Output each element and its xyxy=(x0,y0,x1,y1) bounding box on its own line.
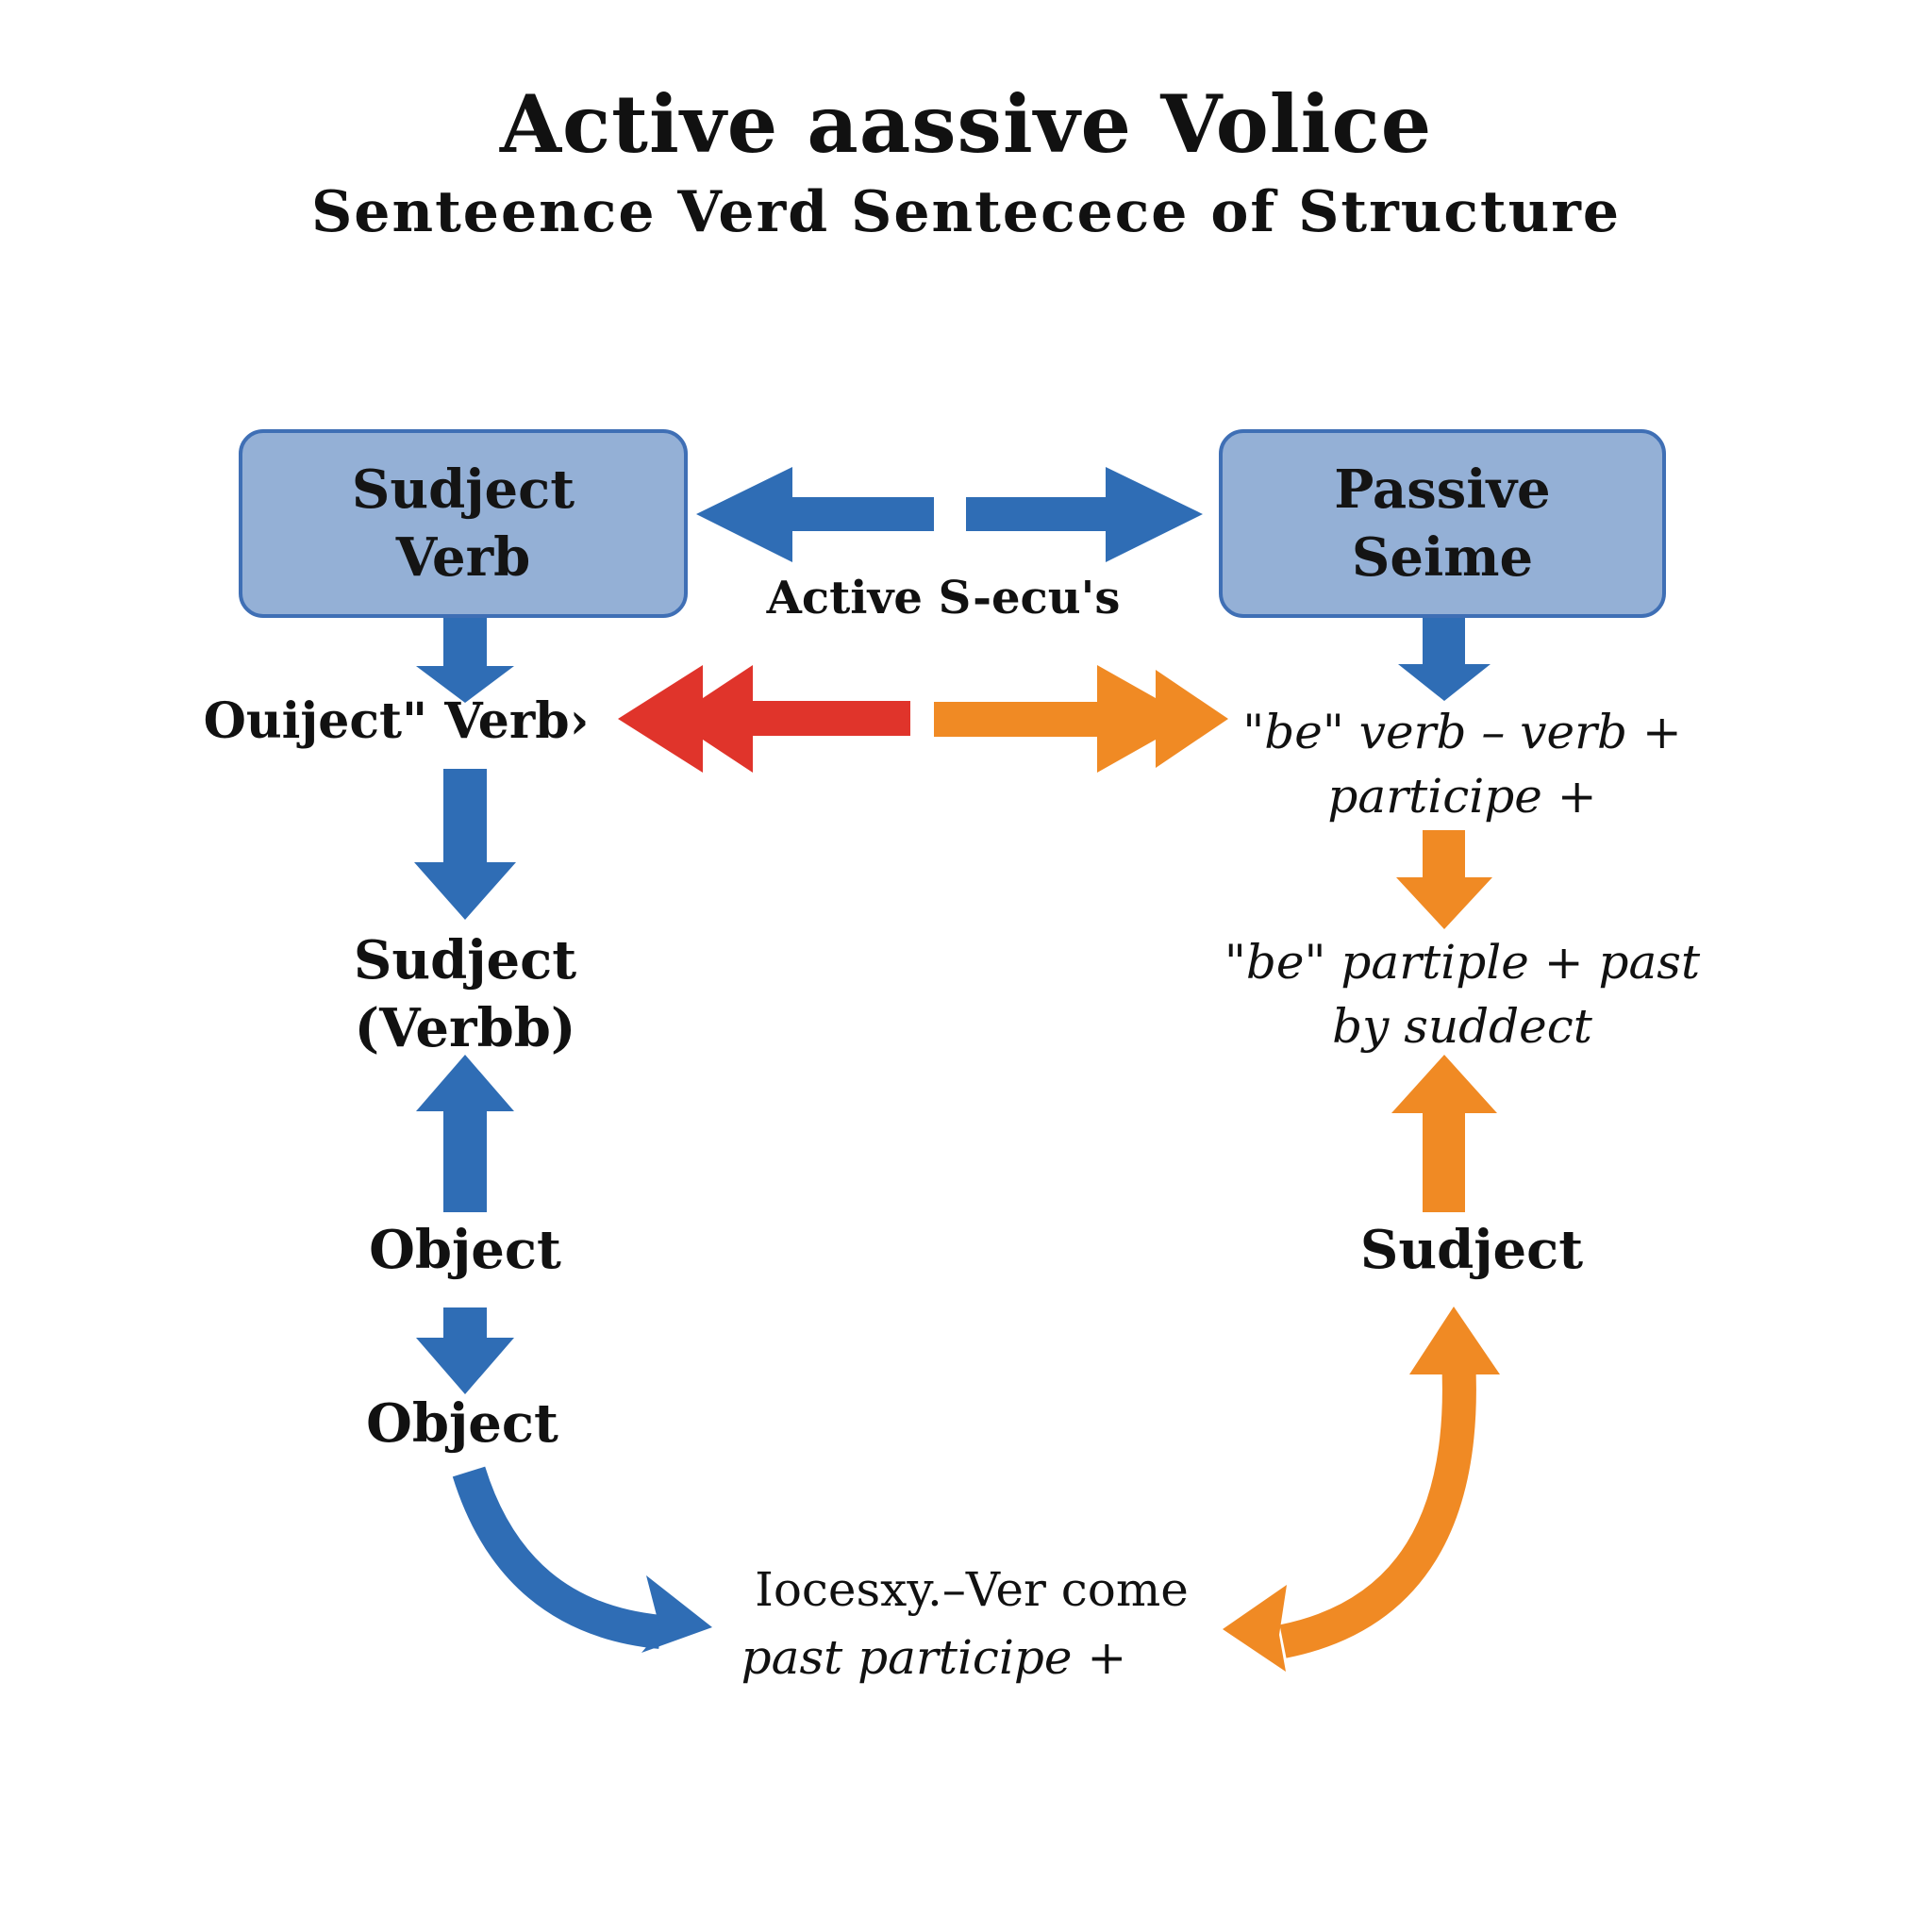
left-curve-arrow-shaft xyxy=(452,1466,662,1649)
active-box-line2: Verb xyxy=(395,526,531,589)
diagram-subtitle: Senteence Verd Sentecece of Structure xyxy=(310,179,1622,245)
right-curve-arrow-bottom-head xyxy=(1223,1585,1287,1672)
center-label: Active S-ecu's xyxy=(766,572,1121,625)
right-down-arrow-orange xyxy=(1396,830,1492,929)
left-down-arrow-2 xyxy=(414,769,516,920)
left-row1-label: Ouiject" Verb› xyxy=(203,692,590,750)
left-row3-label: Object xyxy=(369,1219,561,1281)
active-box-line1: Sudject xyxy=(351,458,575,521)
right-row1-line1: "be" verb – verb + xyxy=(1242,705,1682,759)
orange-double-arrow xyxy=(934,665,1228,773)
left-curve-arrow-head xyxy=(641,1575,712,1653)
left-row2-label: Sudject (Verbb) xyxy=(295,926,635,1062)
right-row2-line2: by suddect xyxy=(1332,999,1592,1054)
top-left-arrow xyxy=(696,467,934,562)
right-curve-arrow-shaft xyxy=(1279,1357,1476,1658)
right-curve-arrow-top-head xyxy=(1409,1307,1500,1374)
right-down-arrow-blue xyxy=(1398,618,1491,701)
left-up-arrow xyxy=(416,1055,514,1212)
left-row2-line1: Sudject xyxy=(353,929,577,991)
right-row3-label: Sudject xyxy=(1359,1219,1584,1281)
diagram-title: Active aassive Volice xyxy=(499,77,1433,171)
left-row2-line2: (Verbb) xyxy=(354,997,576,1059)
right-row2-label: "be" partiple + past by suddect xyxy=(1217,930,1707,1058)
right-row1-label: "be" verb – verb + participe + xyxy=(1217,700,1707,828)
passive-box-line2: Seime xyxy=(1351,526,1534,589)
bottom-line2: past participe + xyxy=(741,1630,1127,1685)
left-down-arrow-1 xyxy=(416,618,514,703)
right-row1-line2: participe + xyxy=(1327,769,1597,824)
passive-box-line1: Passive xyxy=(1334,458,1551,521)
left-down-arrow-3 xyxy=(416,1307,514,1394)
right-up-arrow-orange xyxy=(1391,1055,1497,1212)
left-row4-label: Object xyxy=(366,1392,558,1455)
passive-voice-box: Passive Seime xyxy=(1219,429,1666,618)
active-voice-box: Sudject Verb xyxy=(239,429,688,618)
bottom-line1: Iocesxy.–Ver come xyxy=(755,1562,1189,1617)
top-right-arrow xyxy=(966,467,1203,562)
red-double-arrow xyxy=(618,665,910,773)
right-row2-line1: "be" partiple + past xyxy=(1224,935,1701,990)
